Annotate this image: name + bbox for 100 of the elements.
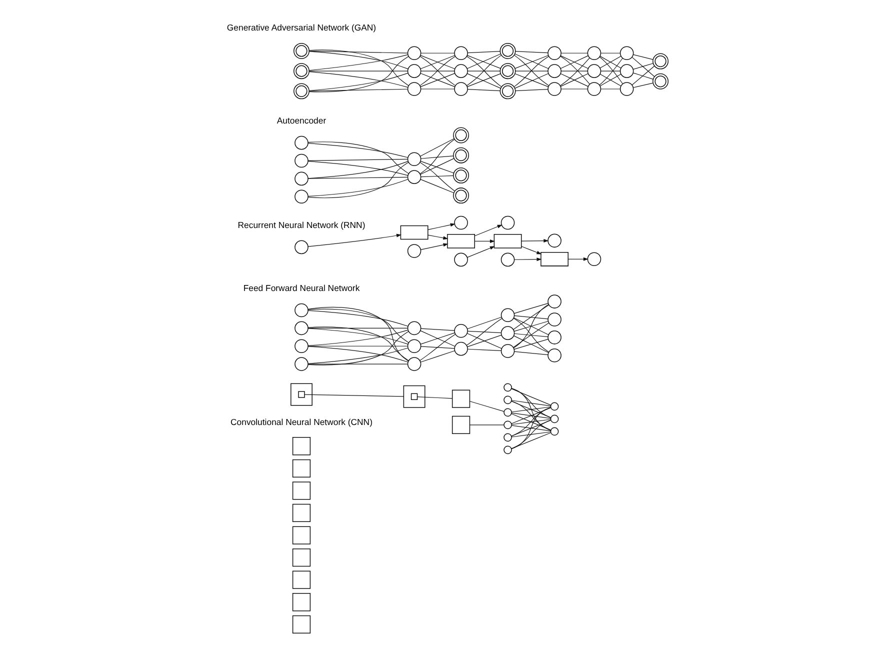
node-circle bbox=[406, 82, 421, 96]
connector bbox=[307, 326, 408, 361]
node-box bbox=[292, 548, 310, 567]
connector bbox=[600, 70, 620, 72]
node-circle bbox=[406, 357, 421, 371]
connector bbox=[514, 70, 548, 72]
connector bbox=[514, 333, 548, 338]
connector bbox=[513, 318, 548, 336]
node-box bbox=[292, 615, 310, 634]
node-circle bbox=[454, 82, 468, 96]
connector bbox=[307, 176, 408, 179]
node-circle bbox=[550, 402, 558, 411]
connector bbox=[307, 310, 408, 327]
arrow bbox=[520, 239, 548, 243]
connector bbox=[419, 139, 454, 174]
connector bbox=[420, 350, 455, 362]
connector bbox=[600, 52, 620, 54]
node-box bbox=[298, 391, 304, 398]
connector bbox=[513, 303, 548, 314]
connector bbox=[420, 156, 454, 159]
cluster bbox=[290, 383, 312, 406]
node-circle bbox=[454, 216, 468, 230]
node-circle bbox=[547, 312, 561, 326]
node-box bbox=[292, 459, 310, 478]
node-circle bbox=[503, 420, 512, 430]
node-circle bbox=[454, 46, 468, 60]
connector bbox=[420, 346, 454, 349]
connector bbox=[468, 400, 504, 412]
connector bbox=[514, 89, 548, 92]
node-box bbox=[540, 252, 568, 266]
node-circle bbox=[294, 136, 308, 150]
node-circle bbox=[619, 46, 634, 60]
node-circle bbox=[406, 339, 421, 354]
node-circle bbox=[294, 190, 308, 204]
connector bbox=[632, 63, 653, 70]
connector bbox=[510, 420, 550, 436]
node-box bbox=[410, 393, 418, 400]
connector bbox=[307, 142, 408, 158]
connector bbox=[468, 424, 504, 426]
connector bbox=[308, 71, 408, 88]
connector bbox=[307, 160, 408, 179]
node-box bbox=[292, 570, 310, 589]
connector bbox=[510, 419, 551, 425]
arrow bbox=[520, 246, 542, 254]
connector bbox=[510, 400, 550, 418]
connector bbox=[308, 50, 408, 86]
arrow bbox=[307, 234, 401, 247]
node-circle bbox=[547, 64, 561, 78]
node-circle bbox=[547, 294, 561, 308]
connector bbox=[510, 388, 550, 406]
connector bbox=[420, 70, 454, 72]
connector bbox=[510, 407, 551, 436]
connector bbox=[510, 420, 551, 449]
connector bbox=[510, 412, 551, 419]
node-box bbox=[493, 234, 522, 248]
label: Generative Adversarial Network (GAN) bbox=[226, 22, 376, 33]
node-circle bbox=[503, 446, 512, 454]
connector bbox=[512, 318, 548, 352]
connector bbox=[632, 54, 653, 60]
connector bbox=[560, 52, 588, 54]
node-circle bbox=[294, 240, 308, 254]
node-circle bbox=[547, 234, 561, 248]
node-box bbox=[292, 526, 310, 544]
arrow bbox=[474, 239, 494, 243]
connector bbox=[307, 160, 408, 176]
connector bbox=[419, 334, 456, 361]
node-circle bbox=[294, 303, 308, 318]
node-circle bbox=[500, 344, 514, 358]
arrow bbox=[427, 234, 448, 240]
connector bbox=[420, 55, 455, 70]
connector bbox=[307, 178, 408, 197]
node-circle bbox=[503, 408, 512, 417]
node-circle bbox=[547, 330, 561, 344]
node-circle bbox=[500, 216, 514, 230]
connector bbox=[420, 179, 454, 194]
connector bbox=[632, 72, 653, 80]
connector bbox=[307, 306, 408, 362]
connector bbox=[308, 54, 408, 71]
arrow bbox=[420, 243, 448, 250]
node-circle bbox=[503, 383, 512, 392]
connector bbox=[510, 432, 550, 449]
arrow bbox=[466, 246, 494, 258]
connector bbox=[420, 88, 454, 90]
node-circle bbox=[503, 433, 512, 442]
connector bbox=[631, 56, 654, 77]
node-circle bbox=[547, 348, 561, 362]
connector bbox=[307, 142, 408, 174]
connector bbox=[513, 336, 548, 353]
node-circle bbox=[550, 414, 558, 424]
node-circle bbox=[294, 154, 308, 168]
node-box bbox=[451, 390, 470, 408]
connector bbox=[308, 72, 408, 91]
connector bbox=[466, 70, 500, 72]
connector bbox=[510, 413, 550, 430]
connector bbox=[466, 330, 501, 334]
connector bbox=[512, 304, 549, 330]
connector bbox=[632, 82, 653, 88]
node-circle bbox=[586, 252, 601, 266]
connector bbox=[466, 318, 502, 346]
node-circle bbox=[294, 172, 308, 186]
